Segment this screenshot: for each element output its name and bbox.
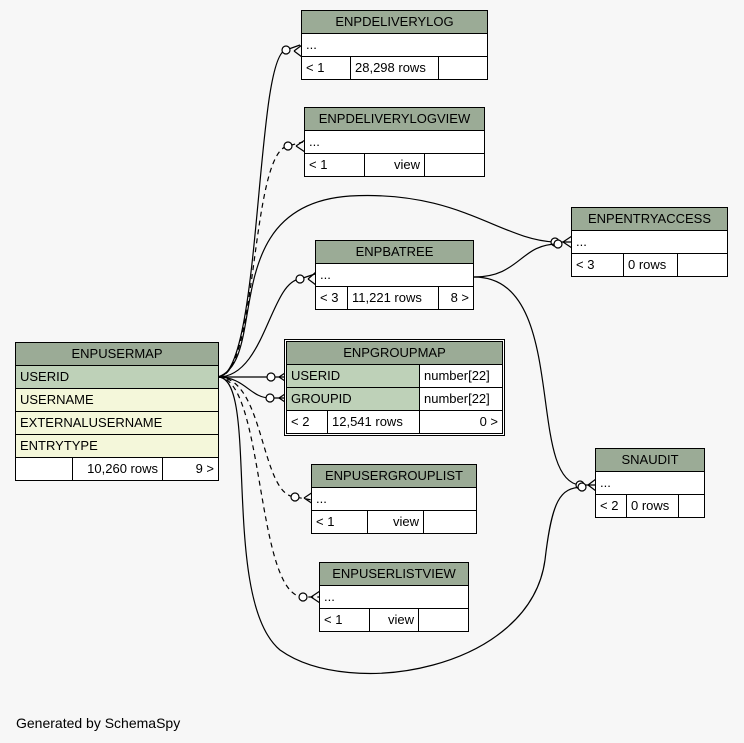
parents-count: < 3 (316, 287, 348, 309)
column-groupid-type: number[22] (420, 388, 502, 410)
table-enpuserlistview[interactable]: ENPUSERLISTVIEW ... < 1 view (319, 562, 469, 632)
table-title: SNAUDIT (596, 449, 704, 472)
table-enpentryaccess[interactable]: ENPENTRYACCESS ... < 3 0 rows (571, 207, 728, 277)
column-userid: USERID (16, 366, 218, 389)
table-title: ENPDELIVERYLOGVIEW (305, 108, 484, 131)
edge-enpbatree (217, 273, 316, 378)
table-title: ENPBATREE (316, 241, 473, 264)
parents-count: < 1 (312, 511, 368, 533)
children-count (424, 511, 476, 533)
columns-ellipsis: ... (302, 34, 487, 57)
children-count (439, 57, 487, 79)
columns-ellipsis: ... (316, 264, 473, 287)
table-enpbatree[interactable]: ENPBATREE ... < 3 11,221 rows 8 > (315, 240, 474, 310)
table-enpusergrouplist[interactable]: ENPUSERGROUPLIST ... < 1 view (311, 464, 477, 534)
column-entrytype: ENTRYTYPE (16, 435, 218, 458)
table-title: ENPUSERMAP (16, 343, 218, 366)
table-enpusermap[interactable]: ENPUSERMAP USERID USERNAME EXTERNALUSERN… (15, 342, 219, 481)
row-count: 28,298 rows (351, 57, 439, 79)
row-count: 0 rows (624, 254, 678, 276)
table-title: ENPDELIVERYLOG (302, 11, 487, 34)
row-count: view (370, 609, 419, 631)
children-count (678, 254, 727, 276)
table-title: ENPUSERLISTVIEW (320, 563, 468, 586)
parents-count: < 1 (305, 154, 365, 176)
row-count: view (365, 154, 425, 176)
columns-ellipsis: ... (320, 586, 468, 609)
parents-count (16, 458, 73, 480)
children-count: 0 > (479, 414, 498, 429)
row-count: 10,260 rows (73, 458, 163, 480)
parents-count: < 3 (572, 254, 624, 276)
row-count: 11,221 rows (348, 287, 439, 309)
columns-ellipsis: ... (572, 231, 727, 254)
children-count (679, 495, 704, 517)
edge-enpgroupmap-groupid (217, 376, 286, 399)
edge-enpentryaccess-usermap (217, 194, 571, 378)
parents-count: < 2 (596, 495, 627, 517)
children-count (425, 154, 484, 176)
edge-enpuserlistview (217, 376, 319, 598)
children-count: 9 > (195, 461, 214, 476)
column-externalusername: EXTERNALUSERNAME (16, 412, 218, 435)
table-title: ENPGROUPMAP (287, 342, 502, 365)
column-userid: USERID (287, 365, 420, 387)
table-snaudit[interactable]: SNAUDIT ... < 2 0 rows (595, 448, 705, 518)
column-groupid: GROUPID (287, 388, 420, 410)
table-enpdeliverylog[interactable]: ENPDELIVERYLOG ... < 1 28,298 rows (301, 10, 488, 80)
parents-count: < 1 (320, 609, 370, 631)
edge-enpdeliverylogview (217, 141, 304, 378)
columns-ellipsis: ... (305, 131, 484, 154)
edge-snaudit-usermap (217, 376, 583, 674)
row-count: 12,541 rows (328, 411, 420, 433)
column-username: USERNAME (16, 389, 218, 412)
edge-enpdeliverylog (217, 44, 303, 378)
table-enpgroupmap[interactable]: ENPGROUPMAP USERID number[22] GROUPID nu… (284, 339, 505, 436)
generated-by-label: Generated by SchemaSpy (16, 715, 181, 731)
edge-enpusergrouplist (217, 376, 313, 501)
row-count: view (368, 511, 424, 533)
table-title: ENPUSERGROUPLIST (312, 465, 476, 488)
columns-ellipsis: ... (596, 472, 704, 495)
column-userid-type: number[22] (420, 365, 502, 387)
row-count: 0 rows (627, 495, 679, 517)
children-count: 8 > (450, 290, 469, 305)
edge-end-enpdeliverylog (281, 45, 291, 55)
columns-ellipsis: ... (312, 488, 476, 511)
table-enpdeliverylogview[interactable]: ENPDELIVERYLOGVIEW ... < 1 view (304, 107, 485, 177)
table-title: ENPENTRYACCESS (572, 208, 727, 231)
parents-count: < 2 (287, 411, 328, 433)
edge-enpentryaccess-batree (473, 243, 559, 278)
parents-count: < 1 (302, 57, 351, 79)
children-count (419, 609, 468, 631)
edge-snaudit-batree (473, 276, 595, 486)
